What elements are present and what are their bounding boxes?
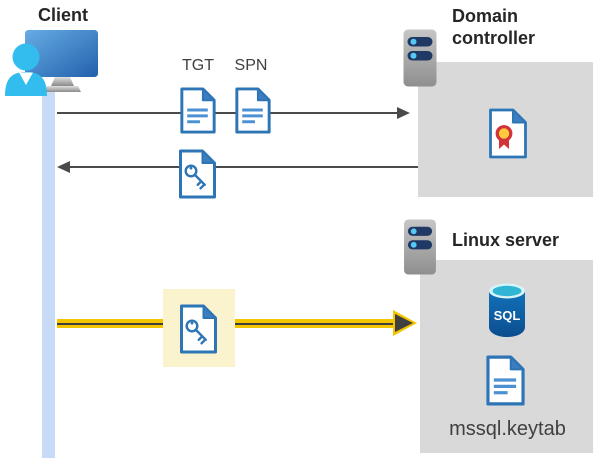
linux-server-icon [402, 218, 438, 276]
tgt-document-icon [178, 87, 218, 134]
domain-controller-label: Domain controller [452, 6, 536, 48]
client-to-linux-arrowhead-icon [395, 314, 413, 332]
keytab-document-icon [484, 355, 527, 406]
client-to-dc-arrowhead-icon [397, 107, 410, 119]
dc-to-client-arrowhead-icon [57, 161, 70, 173]
client-to-dc-arrow-line [57, 112, 397, 114]
service-ticket-key-document-icon [177, 149, 218, 199]
domain-controller-server-icon [402, 28, 438, 88]
sql-database-icon: SQL [489, 283, 525, 337]
user-workstation-icon [5, 30, 98, 96]
highlighted-key-document-icon [178, 304, 219, 354]
sql-badge-text: SQL [494, 308, 521, 323]
spn-document-icon [233, 87, 273, 134]
dc-to-client-arrow-line [70, 166, 418, 168]
tgt-label: TGT [182, 57, 214, 74]
keytab-filename-label: mssql.keytab [449, 418, 566, 440]
client-label: Client [37, 5, 88, 25]
linux-server-label: Linux server [452, 230, 560, 250]
certificate-document-icon [487, 108, 529, 159]
client-lifeline [42, 90, 55, 458]
spn-label: SPN [234, 57, 268, 74]
